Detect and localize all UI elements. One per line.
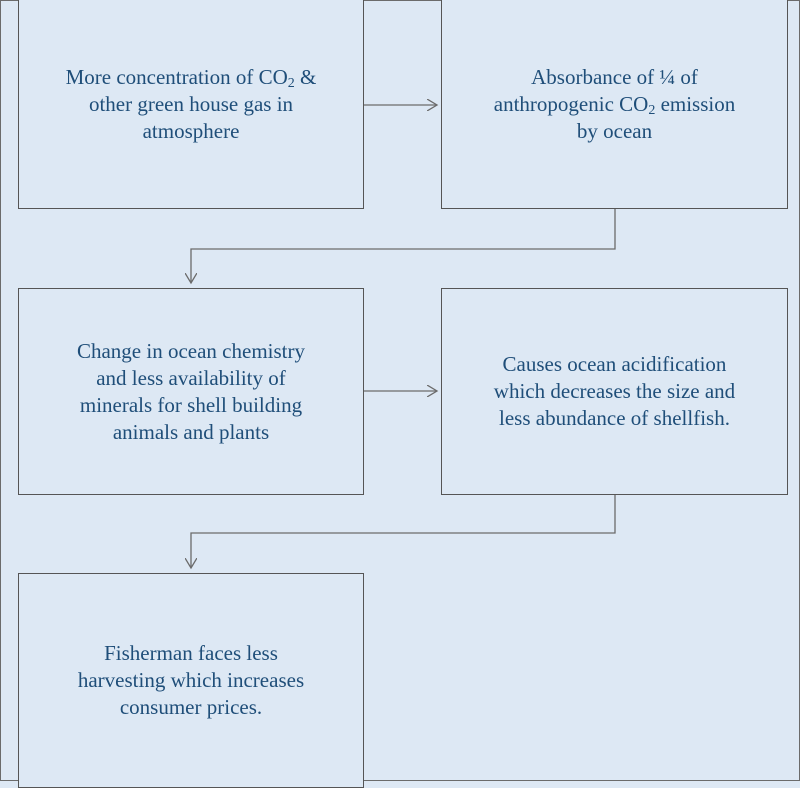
box-ocean-acidification-text: Causes ocean acidification which decreas… (493, 352, 736, 430)
box-fisherman-prices-text: Fisherman faces less harvesting which in… (77, 641, 305, 719)
arrow-box2-to-box3 (191, 209, 616, 283)
box-co2-concentration: More concentration of CO2 &other green h… (18, 0, 364, 209)
box-fisherman-prices: Fisherman faces less harvesting which in… (18, 573, 364, 788)
box-ocean-acidification: Causes ocean acidification which decreas… (441, 288, 788, 495)
box-ocean-chemistry-change: Change in ocean chemistry and less avail… (18, 288, 364, 495)
box-co2-concentration-text: More concentration of CO2 &other green h… (65, 64, 317, 143)
arrow-box4-to-box5 (191, 495, 616, 568)
box-ocean-chemistry-change-text: Change in ocean chemistry and less avail… (76, 338, 305, 444)
